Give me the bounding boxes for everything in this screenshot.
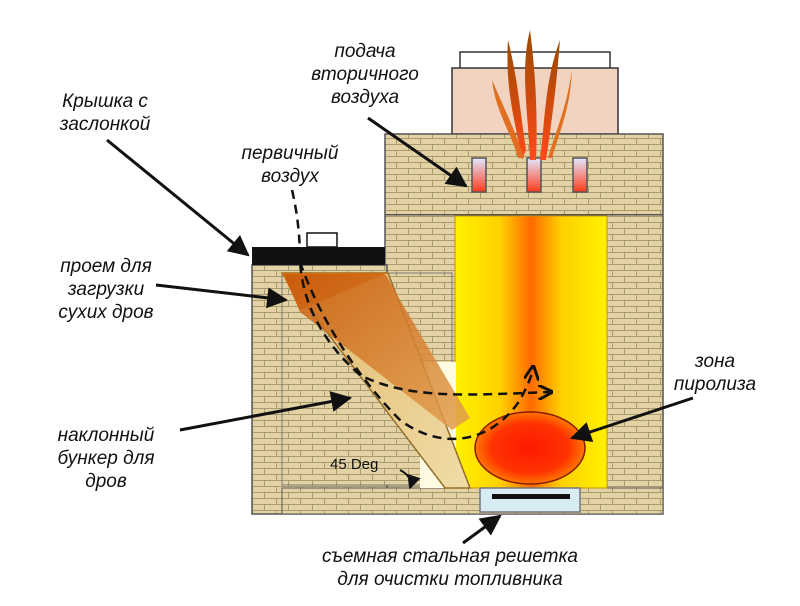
label-grate: съемная стальная решетка для очистки топ… (270, 545, 630, 591)
pyrolysis-zone-ember (474, 411, 586, 485)
label-lid: Крышка с заслонкой (40, 90, 170, 136)
label-inclined-hopper-line3: дров (85, 471, 127, 492)
lid-with-damper (252, 232, 385, 265)
top-flames (492, 30, 572, 160)
secondary-air-slots (471, 157, 588, 193)
pointer-arrows (106, 116, 694, 545)
label-secondary-air-line1: подача (334, 41, 396, 62)
arrow-hopper (179, 391, 353, 432)
label-inclined-hopper: наклонный бункер для дров (36, 424, 176, 493)
label-pyrolysis-zone-line1: зона (694, 351, 736, 372)
label-primary-air-line1: первичный (241, 143, 339, 164)
base-bricks (281, 487, 664, 515)
arrow-grate (462, 514, 502, 545)
air-flow-paths (290, 189, 550, 441)
label-grate-line1: съемная стальная решетка (322, 546, 578, 567)
steel-grate (479, 487, 581, 513)
label-pyrolysis-zone-line2: пиролиза (673, 374, 757, 395)
arrow-pyrolysis (570, 396, 694, 443)
angle-arc (399, 469, 421, 490)
label-inclined-hopper-line2: бункер для (57, 448, 155, 469)
label-primary-air: первичный воздух (225, 142, 355, 188)
label-loading-opening-line1: проем для (60, 256, 152, 277)
label-loading-opening-line2: загрузки (67, 279, 145, 300)
angle-label: 45 Deg (330, 456, 379, 473)
arrow-loading-opening (155, 283, 289, 309)
label-secondary-air-line2: вторичного (311, 64, 419, 85)
label-primary-air-line2: воздух (261, 166, 319, 187)
label-inclined-hopper-line1: наклонный (57, 425, 155, 446)
label-loading-opening-line3: сухих дров (58, 302, 154, 323)
label-secondary-air-line3: воздуха (330, 87, 400, 108)
label-pyrolysis-zone: зона пиролиза (650, 350, 780, 396)
label-secondary-air: подача вторичного воздуха (300, 40, 430, 109)
arrow-lid (106, 138, 250, 257)
label-grate-line2: для очистки топливника (337, 569, 563, 590)
label-lid-line1: Крышка с (62, 91, 148, 112)
label-lid-line2: заслонкой (59, 114, 151, 135)
label-loading-opening: проем для загрузки сухих дров (36, 255, 176, 324)
arrow-secondary-air (367, 116, 468, 188)
